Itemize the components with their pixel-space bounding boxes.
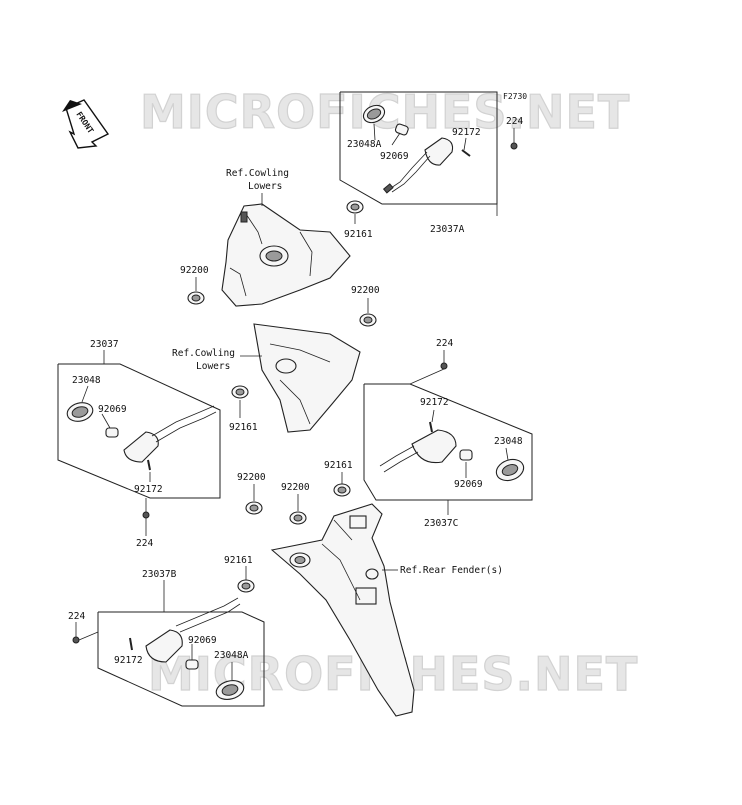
label-b-92200-top: 92200	[180, 265, 209, 276]
label-e-92200-right: 92200	[281, 482, 310, 493]
note-cowling-lower-2: Lowers	[196, 361, 230, 372]
assembly-23037C	[333, 350, 533, 501]
label-c-23048: 23048	[72, 375, 101, 386]
label-f-224: 224	[68, 611, 85, 622]
note-cowling-lower-1: Ref.Cowling	[172, 348, 235, 359]
label-d-92161: 92161	[324, 460, 353, 471]
label-e-92200-left: 92200	[237, 472, 266, 483]
label-f-23037B: 23037B	[142, 569, 177, 580]
label-d-224: 224	[436, 338, 453, 349]
note-rear-fender: Ref.Rear Fender(s)	[400, 565, 503, 576]
label-b-92200-mid: 92200	[351, 285, 380, 296]
label-d-92069: 92069	[454, 479, 483, 490]
label-c-92069: 92069	[98, 404, 127, 415]
label-a-23037A: 23037A	[430, 224, 465, 235]
cowling-upper	[221, 203, 351, 307]
label-c-92172: 92172	[134, 484, 163, 495]
label-a-224: 224	[506, 116, 523, 127]
grommet-92200-mid	[359, 298, 377, 327]
label-f-92172: 92172	[114, 655, 143, 666]
assembly-23037	[57, 363, 249, 519]
assembly-23037A	[339, 91, 518, 224]
label-f-92069: 92069	[188, 635, 217, 646]
label-f-92161: 92161	[224, 555, 253, 566]
label-a-23048A: 23048A	[347, 139, 382, 150]
front-arrow-icon: FRONT	[62, 99, 110, 149]
assembly-23037B	[72, 566, 265, 707]
label-c-224: 224	[136, 538, 153, 549]
label-d-23037C: 23037C	[424, 518, 458, 529]
label-c-23037: 23037	[90, 339, 119, 350]
label-d-23048: 23048	[494, 436, 523, 447]
cowling-lower	[253, 323, 361, 433]
rear-fender	[270, 503, 415, 717]
label-a-92161: 92161	[344, 229, 373, 240]
label-c-92161: 92161	[229, 422, 258, 433]
grommet-92200-top	[187, 277, 205, 305]
note-cowling-upper-1: Ref.Cowling	[226, 168, 289, 179]
note-cowling-upper-2: Lowers	[248, 181, 282, 192]
label-a-92172: 92172	[452, 127, 481, 138]
label-d-92172: 92172	[420, 397, 449, 408]
watermark-top: MICROFICHES.NET	[140, 85, 630, 139]
label-a-92069: 92069	[380, 151, 409, 162]
figure-code: F2730	[503, 92, 527, 101]
grommets-92200-pair	[245, 484, 307, 525]
label-f-23048A: 23048A	[214, 650, 249, 661]
